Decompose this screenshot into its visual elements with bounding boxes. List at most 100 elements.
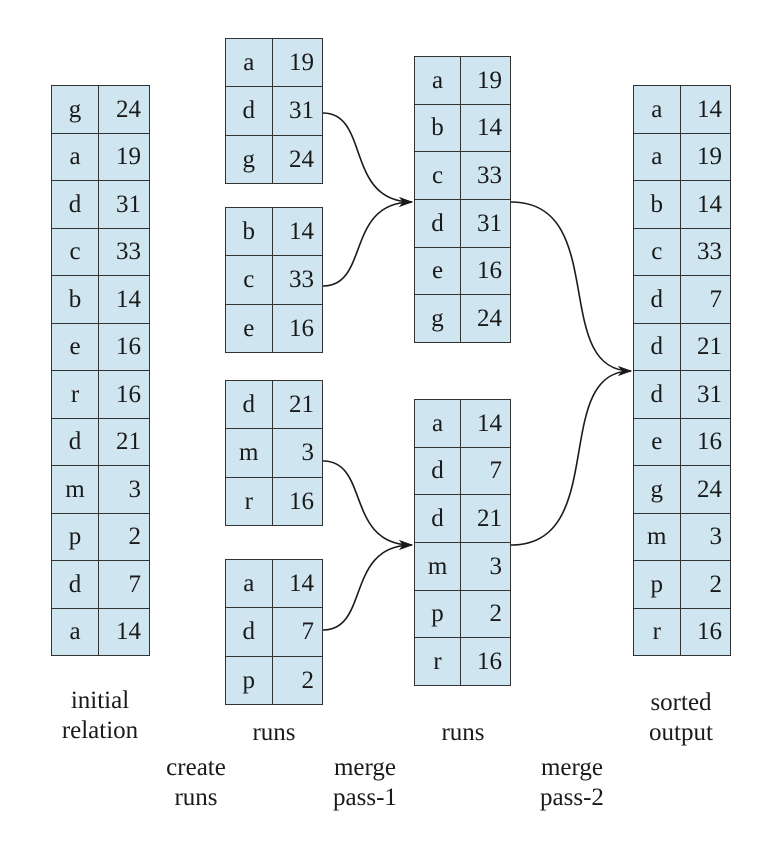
label-line: create (166, 754, 226, 781)
value-cell: 33 (679, 227, 732, 276)
key-cell: d (633, 322, 681, 371)
value-cell: 14 (271, 206, 324, 257)
label-line: merge (540, 754, 603, 781)
value-cell: 31 (679, 370, 732, 419)
value-cell: 14 (679, 85, 732, 134)
label-line: pass-2 (540, 784, 604, 811)
key-cell: b (50, 275, 100, 324)
key-cell: d (225, 607, 273, 657)
label-sorted-output: sorted output (621, 688, 741, 748)
label-line: relation (61, 717, 139, 744)
key-cell: a (633, 85, 681, 134)
value-cell: 14 (98, 607, 150, 656)
key-cell: g (633, 465, 681, 514)
value-cell: 16 (271, 303, 324, 354)
key-cell: d (413, 494, 462, 543)
value-cell: 3 (98, 465, 150, 514)
key-cell: p (633, 560, 681, 609)
value-cell: 7 (98, 560, 150, 609)
key-cell: m (633, 512, 681, 561)
key-cell: b (413, 103, 462, 153)
value-cell: 16 (679, 417, 732, 466)
key-cell: e (413, 246, 462, 296)
key-cell: a (225, 37, 273, 88)
label-line: output (649, 719, 713, 746)
key-cell: e (50, 322, 100, 371)
key-cell: c (225, 255, 273, 305)
key-cell: a (50, 607, 100, 656)
key-cell: a (225, 558, 273, 609)
arrow-merged1-to-output (510, 201, 632, 376)
key-cell: r (633, 607, 681, 656)
key-cell: p (413, 589, 462, 639)
label-runs-2: runs (403, 718, 523, 748)
value-cell: 14 (460, 399, 511, 448)
value-cell: 7 (271, 607, 324, 657)
label-line: initial (70, 687, 130, 714)
value-cell: 19 (271, 37, 324, 88)
value-cell: 24 (679, 465, 732, 514)
key-cell: d (225, 379, 273, 430)
key-cell: r (413, 637, 462, 686)
label-line: runs (441, 719, 485, 746)
value-cell: 19 (460, 56, 511, 105)
value-cell: 31 (460, 198, 511, 248)
key-cell: a (633, 132, 681, 181)
value-cell: 21 (271, 379, 324, 430)
value-cell: 7 (679, 275, 732, 324)
value-cell: 21 (460, 494, 511, 543)
value-cell: 7 (460, 446, 511, 496)
label-create-runs: create runs (136, 753, 256, 813)
value-cell: 14 (98, 275, 150, 324)
key-cell: g (413, 294, 462, 343)
key-cell: d (633, 370, 681, 419)
key-cell: c (633, 227, 681, 276)
value-cell: 21 (98, 417, 150, 466)
key-cell: c (413, 151, 462, 200)
key-cell: b (633, 180, 681, 229)
label-initial-relation: initial relation (40, 686, 160, 746)
key-cell: r (225, 476, 273, 527)
label-merge-pass-1: merge pass-1 (305, 753, 425, 813)
label-line: runs (252, 719, 296, 746)
label-merge-pass-2: merge pass-2 (512, 753, 632, 813)
key-cell: d (413, 446, 462, 496)
arrow-run1-to-merged1 (322, 112, 413, 207)
value-cell: 2 (98, 512, 150, 561)
key-cell: m (225, 428, 273, 478)
